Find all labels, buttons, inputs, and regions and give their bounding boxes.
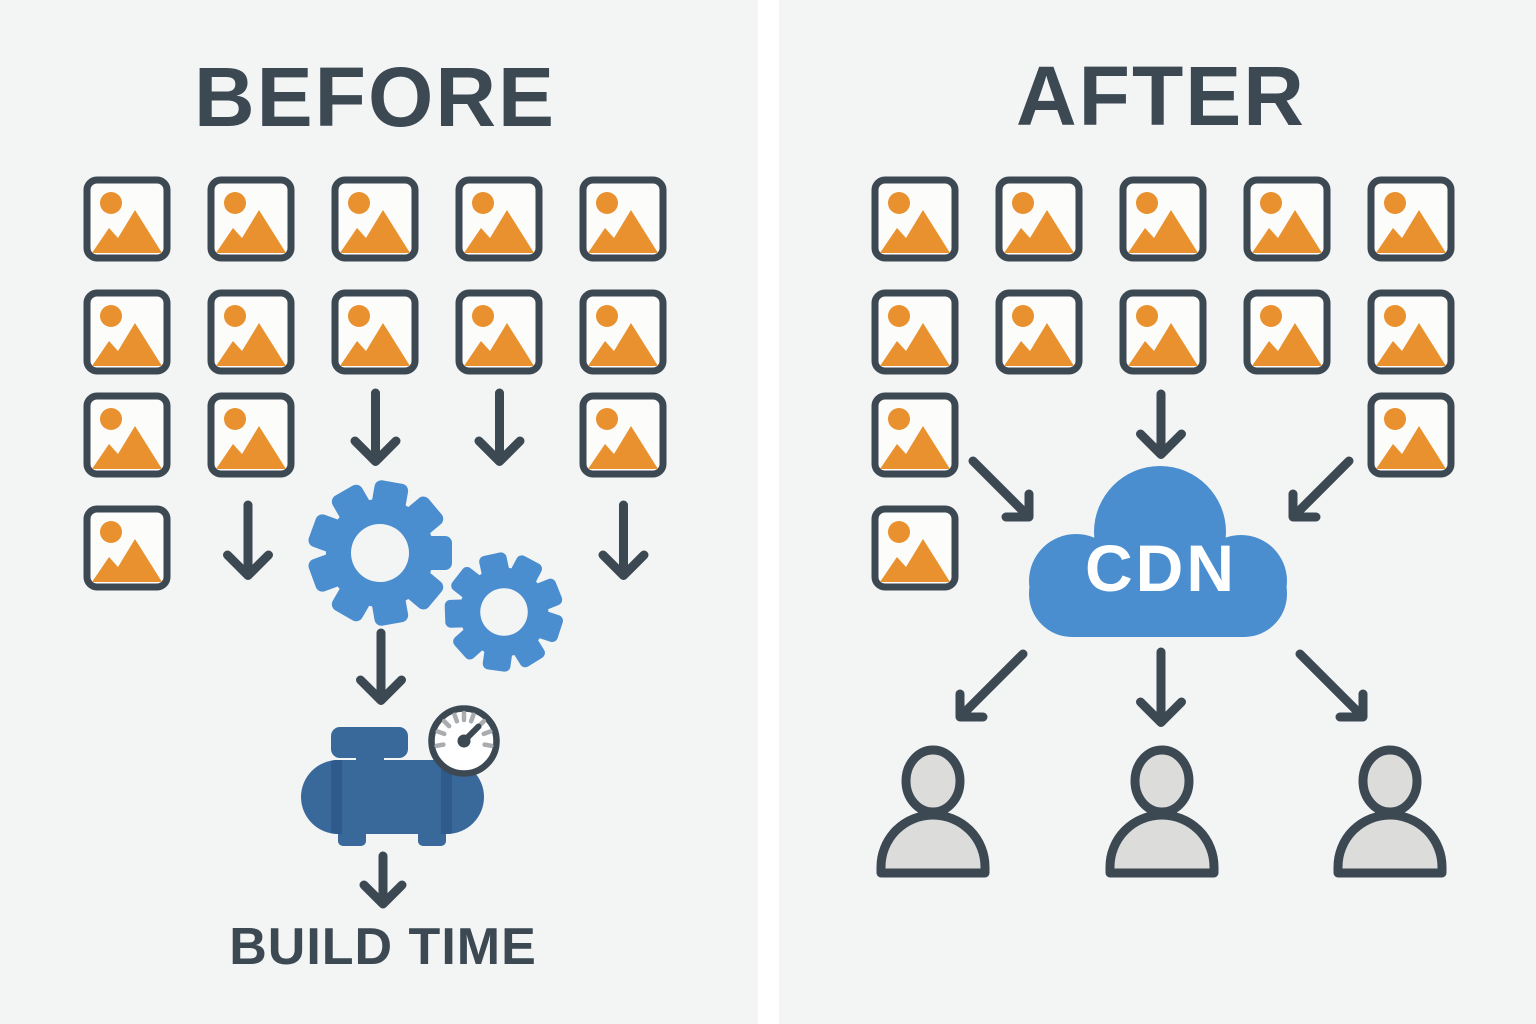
image-icon xyxy=(1247,180,1327,258)
image-icon xyxy=(1371,180,1451,258)
arrow-into-cdn-right-icon xyxy=(1288,456,1354,522)
arrow-down-icon xyxy=(356,628,406,705)
image-icon xyxy=(875,180,955,258)
image-icon xyxy=(459,293,539,371)
arrow-down-icon xyxy=(598,500,649,580)
arrow-down-icon xyxy=(359,851,407,909)
image-icon xyxy=(335,180,415,258)
image-icon xyxy=(583,180,663,258)
arrow-down-icon xyxy=(350,388,401,466)
image-icon xyxy=(875,293,955,371)
image-icon xyxy=(875,396,955,474)
arrow-to-user-left-icon xyxy=(955,649,1028,722)
image-icon xyxy=(1247,293,1327,371)
image-icon xyxy=(1371,293,1451,371)
image-icon xyxy=(583,396,663,474)
gauge-icon xyxy=(428,705,500,777)
image-icon xyxy=(1371,396,1451,474)
image-icon xyxy=(875,509,955,587)
before-title: BEFORE xyxy=(194,50,556,144)
arrow-down-icon xyxy=(223,500,273,580)
image-icon xyxy=(583,293,663,371)
arrow-to-user-right-icon xyxy=(1295,649,1368,722)
image-icon xyxy=(87,509,167,587)
image-icon xyxy=(211,180,291,258)
arrow-down-icon xyxy=(474,388,525,466)
image-icon xyxy=(87,180,167,258)
build-machine-icon xyxy=(301,705,500,846)
image-icon xyxy=(211,396,291,474)
image-icon xyxy=(999,180,1079,258)
before-caption: BUILD TIME xyxy=(229,918,537,976)
image-icon xyxy=(335,293,415,371)
image-icon xyxy=(999,293,1079,371)
cdn-cloud-icon xyxy=(1029,466,1287,637)
cdn-label: CDN xyxy=(1085,531,1237,605)
image-icon xyxy=(459,180,539,258)
after-title: AFTER xyxy=(1016,49,1306,143)
image-icon xyxy=(87,293,167,371)
image-icon xyxy=(1123,293,1203,371)
image-icon xyxy=(87,396,167,474)
image-icon xyxy=(1123,180,1203,258)
arrow-down-icon xyxy=(1136,389,1186,459)
arrow-to-user-middle-icon xyxy=(1136,647,1186,727)
arrow-into-cdn-left-icon xyxy=(968,456,1034,522)
image-icon xyxy=(211,293,291,371)
